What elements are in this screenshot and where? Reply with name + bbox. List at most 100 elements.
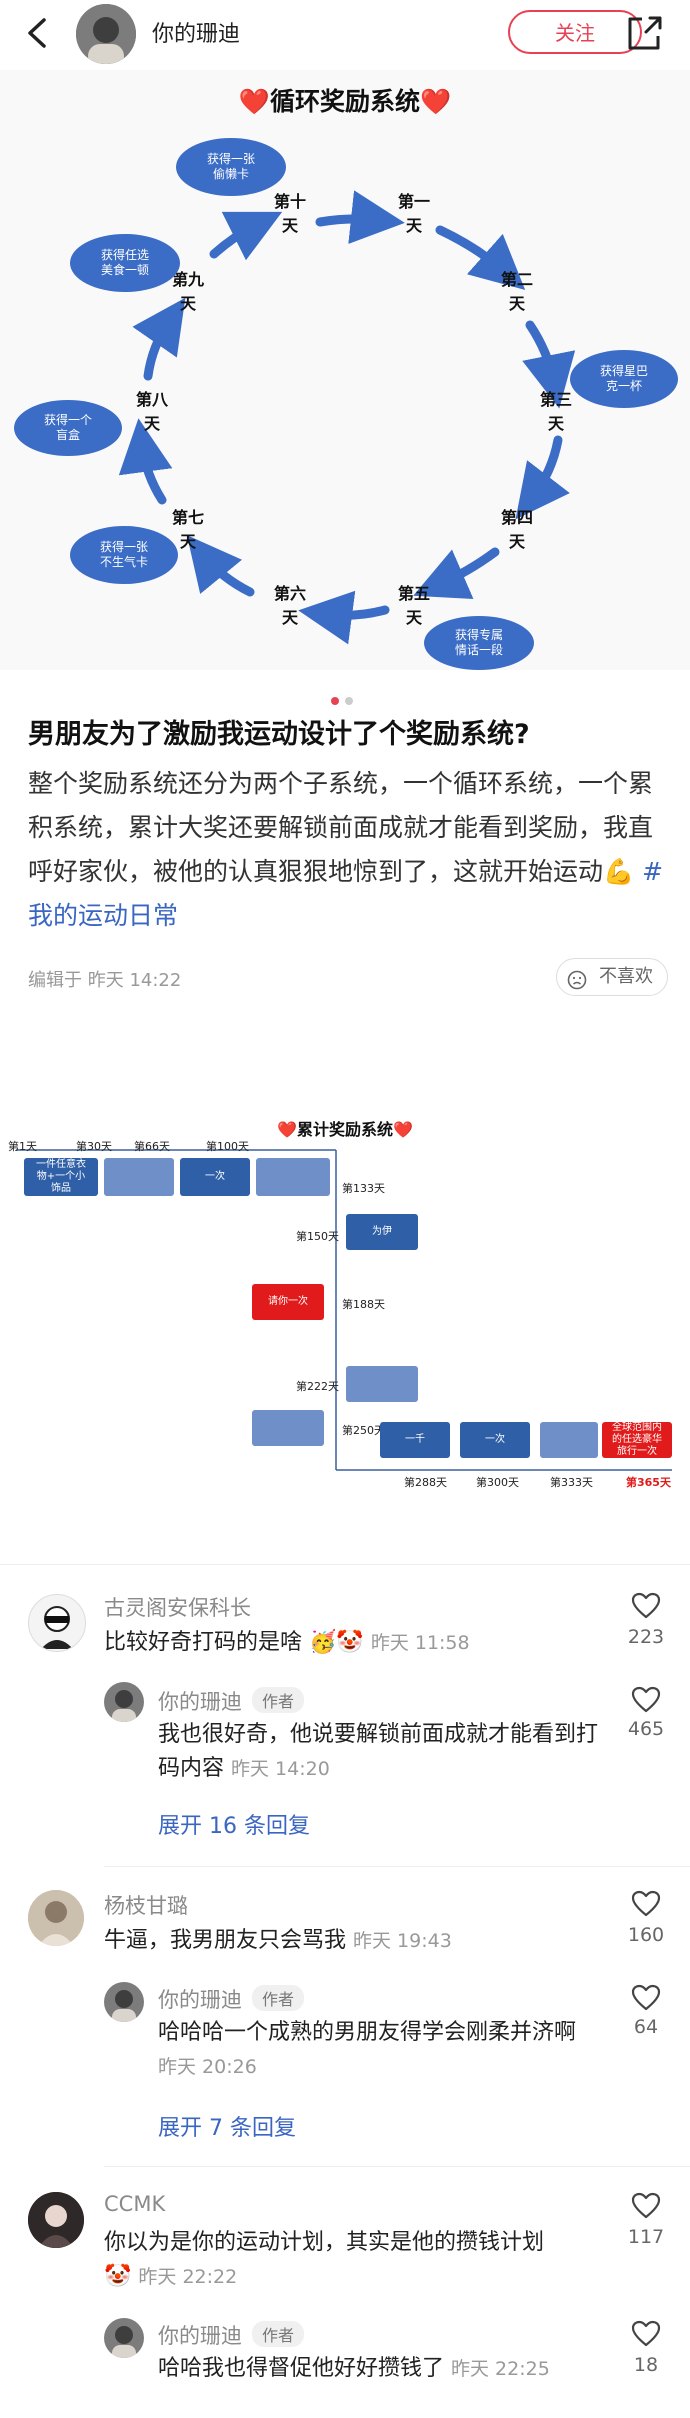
comment-author-name[interactable]: 杨枝甘璐 bbox=[104, 1894, 188, 1918]
comment-body: 牛逼，我男朋友只会骂我 昨天 19:43 bbox=[104, 1928, 452, 1953]
reply-author-line: 你的珊迪作者 bbox=[158, 2320, 305, 2350]
author-badge: 作者 bbox=[252, 1687, 305, 1713]
reply-body: 我也很好奇，他说要解锁前面成就才能看到打码内容 昨天 14:20 bbox=[158, 1722, 599, 1781]
arrow-2-3 bbox=[522, 320, 576, 409]
day-30-marker: 第30天 bbox=[76, 1140, 112, 1153]
day-66-marker: 第66天 bbox=[134, 1140, 170, 1153]
dislike-button[interactable]: 不喜欢 bbox=[556, 958, 668, 996]
day-2-label: 第二 天 bbox=[500, 270, 533, 313]
day-222-marker: 第222天 bbox=[296, 1380, 339, 1393]
day-250-marker: 第250天 bbox=[342, 1424, 385, 1437]
like-heart-icon[interactable] bbox=[631, 2320, 661, 2348]
reply-avatar[interactable] bbox=[104, 2318, 144, 2358]
day-100-marker: 第100天 bbox=[206, 1140, 249, 1153]
reward-block-day333-blurred bbox=[540, 1422, 598, 1458]
comment-avatar[interactable] bbox=[28, 1594, 86, 1652]
sad-face-icon bbox=[567, 967, 587, 990]
arrow-6-7 bbox=[186, 535, 255, 597]
reply-author-name[interactable]: 你的珊迪 bbox=[158, 1988, 242, 2012]
reward-block-day365-red: 全球范围内 的任选豪华 旅行一次 bbox=[602, 1422, 672, 1458]
reward-bubble-day7: 获得一张 不生气卡 bbox=[70, 526, 178, 584]
like-count: 18 bbox=[633, 2354, 659, 2376]
comment-author-name[interactable]: CCMK bbox=[104, 2192, 166, 2216]
comment-time: 昨天 11:58 bbox=[370, 1632, 470, 1654]
image-pager-dots[interactable] bbox=[328, 690, 356, 709]
day-7-label: 第七 天 bbox=[171, 508, 204, 551]
back-arrow-icon[interactable] bbox=[18, 10, 58, 56]
reward-bubble-day5: 获得专属 情话一段 bbox=[424, 616, 534, 670]
arrow-8-9 bbox=[132, 297, 186, 381]
flexed-biceps-emoji: 💪 bbox=[603, 857, 635, 886]
pager-dot[interactable] bbox=[345, 697, 353, 705]
edit-timestamp: 编辑于 昨天 14:22 bbox=[28, 970, 182, 991]
emoji-group: 🥳🤡 bbox=[309, 1630, 364, 1655]
reward-block-day66: 一次 bbox=[180, 1158, 250, 1196]
reply-author-line: 你的珊迪作者 bbox=[158, 1984, 305, 2014]
expand-replies-link[interactable]: 展开 16 条回复 bbox=[158, 1814, 310, 1839]
like-heart-icon[interactable] bbox=[631, 1984, 661, 2012]
like-heart-icon[interactable] bbox=[631, 2192, 661, 2220]
reward-block-day300: 一次 bbox=[460, 1422, 530, 1458]
like-count: 223 bbox=[627, 1626, 665, 1648]
post-title: 男朋友为了激励我运动设计了个奖励系统? bbox=[28, 719, 530, 750]
reward-bubble-day10: 获得一张 偷懒卡 bbox=[176, 138, 286, 196]
day-5-label: 第五 天 bbox=[397, 584, 430, 627]
comment-divider bbox=[104, 1866, 690, 1867]
like-heart-icon[interactable] bbox=[631, 1890, 661, 1918]
hashtag-link[interactable]: #我的运动日常 bbox=[28, 857, 664, 930]
reply-body: 哈哈哈一个成熟的男朋友得学会刚柔并济啊昨天 20:26 bbox=[158, 2020, 577, 2078]
post-image-cycle-reward[interactable]: ❤️循环奖励系统❤️ 第十 天 第一 天 第二 天 第三 天 第四 天 第五 天… bbox=[0, 70, 690, 670]
author-name[interactable]: 你的珊迪 bbox=[152, 22, 241, 47]
day-3-label: 第三 天 bbox=[539, 390, 572, 433]
day-288-marker: 第288天 bbox=[404, 1476, 447, 1489]
day-8-label: 第八 天 bbox=[135, 390, 168, 433]
author-badge: 作者 bbox=[252, 1985, 305, 2011]
reply-time: 昨天 22:25 bbox=[451, 2358, 550, 2380]
comment-body: 比较好奇打码的是啥 🥳🤡 昨天 11:58 bbox=[104, 1630, 470, 1655]
day-133-marker: 第133天 bbox=[342, 1182, 385, 1195]
comment-avatar[interactable] bbox=[28, 1890, 84, 1946]
day-1-label: 第一 天 bbox=[397, 192, 430, 235]
like-count: 64 bbox=[633, 2016, 659, 2038]
follow-button[interactable]: 关注 bbox=[508, 10, 642, 54]
pager-dot-active[interactable] bbox=[331, 697, 339, 705]
comment-time: 昨天 19:43 bbox=[353, 1930, 452, 1952]
day-188-marker: 第188天 bbox=[342, 1298, 385, 1311]
accum-chart-title: ❤️累计奖励系统❤️ bbox=[277, 1120, 413, 1139]
day-10-label: 第十 天 bbox=[273, 192, 306, 235]
day-6-label: 第六 天 bbox=[273, 584, 306, 627]
comment-time: 昨天 22:22 bbox=[138, 2266, 238, 2288]
arrow-3-4 bbox=[515, 435, 570, 520]
reward-block-day288: 一千 bbox=[380, 1422, 450, 1458]
expand-replies-link[interactable]: 展开 7 条回复 bbox=[158, 2116, 296, 2141]
arrow-5-6 bbox=[298, 590, 390, 645]
reply-time: 昨天 14:20 bbox=[231, 1758, 330, 1780]
like-heart-icon[interactable] bbox=[631, 1592, 661, 1620]
like-count: 465 bbox=[627, 1718, 665, 1740]
reward-block-day1: 一件任意衣 物+一个小 饰品 bbox=[24, 1158, 98, 1196]
dislike-label: 不喜欢 bbox=[599, 966, 653, 987]
like-heart-icon[interactable] bbox=[631, 1686, 661, 1714]
clown-emoji: 🤡 bbox=[104, 2264, 132, 2289]
like-count: 160 bbox=[627, 1924, 665, 1946]
reward-block-day188-red: 请你一次 bbox=[252, 1284, 324, 1320]
comment-avatar[interactable] bbox=[28, 2192, 84, 2248]
accumulative-reward-image[interactable]: ❤️累计奖励系统❤️ 第1天 第30天 第66天 第100天 一件任意衣 物+一… bbox=[0, 1100, 690, 1540]
reward-block-day150: 为伊 bbox=[346, 1214, 418, 1250]
author-badge: 作者 bbox=[252, 2321, 305, 2347]
reply-author-line: 你的珊迪作者 bbox=[158, 1686, 305, 1716]
cycle-arrows bbox=[118, 190, 576, 645]
comment-author-name[interactable]: 古灵阁安保科长 bbox=[104, 1596, 251, 1620]
comment-body: 你以为是你的运动计划，其实是他的攒钱计划🤡 昨天 22:22 bbox=[104, 2230, 545, 2289]
share-icon[interactable] bbox=[620, 10, 670, 56]
reward-bubble-day3: 获得星巴 克一杯 bbox=[570, 350, 678, 408]
day-4-label: 第四 天 bbox=[500, 508, 533, 551]
reply-author-name[interactable]: 你的珊迪 bbox=[158, 1690, 242, 1714]
reward-block-day30-blurred bbox=[104, 1158, 174, 1196]
reply-avatar[interactable] bbox=[104, 1682, 144, 1722]
reply-avatar[interactable] bbox=[104, 1982, 144, 2022]
day-333-marker: 第333天 bbox=[550, 1476, 593, 1489]
reply-author-name[interactable]: 你的珊迪 bbox=[158, 2324, 242, 2348]
cycle-chart-title: ❤️循环奖励系统❤️ bbox=[238, 87, 452, 116]
author-avatar[interactable] bbox=[76, 4, 136, 64]
